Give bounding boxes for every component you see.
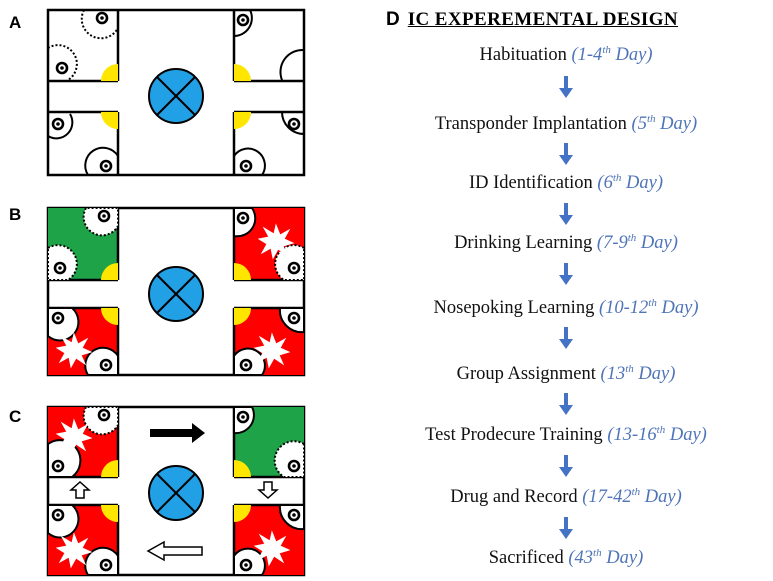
step-day-suffix: th (656, 423, 666, 436)
panel-label-c: C (9, 407, 22, 426)
step-day-suffix: th (625, 362, 634, 375)
design-heading: D IC EXPEREMENTAL DESIGN (386, 9, 678, 31)
step-name: Habituation (479, 45, 567, 65)
down-arrow-icon (559, 455, 573, 477)
step-day-word: Day (638, 364, 670, 384)
step-name: Drinking Learning (454, 233, 593, 253)
step-day-range: 43 (574, 548, 594, 568)
design-step: Transponder Implantation (5th Day) (380, 112, 752, 135)
design-step: Drug and Record (17-42th Day) (380, 485, 752, 508)
right-bold-arrow-icon (150, 423, 205, 443)
step-day-range: 5 (637, 114, 647, 134)
step-name: ID Identification (468, 173, 593, 193)
down-arrow-icon (559, 263, 573, 285)
down-arrow-icon (559, 143, 573, 165)
step-day-word: Day (615, 45, 647, 65)
step-day-range: 13 (606, 364, 626, 384)
step-day: (1-4th Day) (571, 43, 653, 65)
step-day-word: Day (661, 298, 693, 318)
step-day-suffix: th (593, 546, 602, 559)
down-arrow-icon (559, 76, 573, 98)
panel-a (46, 8, 306, 177)
step-day: (6th Day) (597, 171, 664, 193)
step-day-range: 7-9 (603, 233, 628, 253)
step-day-range: 6 (603, 173, 613, 193)
step-day: (13-16th Day) (607, 423, 707, 445)
up-hollow-arrow-icon (69, 480, 91, 499)
left-hollow-arrow-icon (146, 540, 203, 562)
panel-label-a: A (9, 13, 22, 32)
down-hollow-arrow-icon (257, 481, 279, 500)
down-arrow-icon (559, 327, 573, 349)
experimental-design: D IC EXPEREMENTAL DESIGN Habituation (1-4… (380, 0, 773, 581)
step-name: Drug and Record (450, 487, 578, 507)
down-arrow-icon (559, 393, 573, 415)
step-day-suffix: th (631, 485, 641, 498)
step-day-word: Day (626, 173, 657, 193)
design-step: Sacrificed (43th Day) (380, 546, 752, 569)
panel-b (46, 206, 306, 377)
step-day-word: Day (669, 425, 701, 445)
step-day: (13th Day) (600, 362, 676, 384)
step-name: Transponder Implantation (434, 114, 627, 134)
design-step: Test Prodecure Training (13-16th Day) (380, 423, 752, 446)
step-day-range: 17-42 (588, 487, 632, 507)
step-day: (17-42th Day) (582, 485, 682, 507)
step-day-range: 1-4 (577, 45, 603, 65)
step-day: (7-9th Day) (596, 231, 678, 253)
step-day: (43th Day) (568, 546, 644, 568)
panel-c (46, 405, 306, 577)
step-day-range: 10-12 (605, 298, 649, 318)
step-day-suffix: th (648, 296, 657, 309)
step-day-range: 13-16 (613, 425, 657, 445)
step-day-suffix: th (602, 43, 611, 56)
step-name: Sacrificed (488, 548, 564, 568)
panel-label-b: B (9, 205, 22, 224)
step-name: Test Prodecure Training (425, 425, 603, 445)
design-title: IC EXPEREMENTAL DESIGN (407, 9, 679, 30)
step-name: Group Assignment (456, 364, 596, 384)
design-step: Group Assignment (13th Day) (380, 362, 752, 385)
step-day-word: Day (660, 114, 691, 134)
down-arrow-icon (559, 517, 573, 539)
step-day: (10-12th Day) (598, 296, 699, 318)
step-day-suffix: th (627, 231, 637, 244)
panel-label-d: D (386, 9, 400, 30)
design-step: Drinking Learning (7-9th Day) (380, 231, 752, 254)
down-arrow-icon (559, 203, 573, 225)
step-name: Nosepoking Learning (433, 298, 595, 318)
step-day-suffix: th (612, 171, 622, 184)
step-day-word: Day (606, 548, 638, 568)
step-day: (5th Day) (631, 112, 698, 134)
design-step: Habituation (1-4th Day) (380, 43, 752, 66)
intellicage-diagrams (46, 8, 306, 577)
design-step: ID Identification (6th Day) (380, 171, 752, 194)
design-step: Nosepoking Learning (10-12th Day) (380, 296, 752, 319)
step-day-suffix: th (646, 112, 656, 125)
step-day-word: Day (640, 233, 672, 253)
step-day-word: Day (644, 487, 676, 507)
